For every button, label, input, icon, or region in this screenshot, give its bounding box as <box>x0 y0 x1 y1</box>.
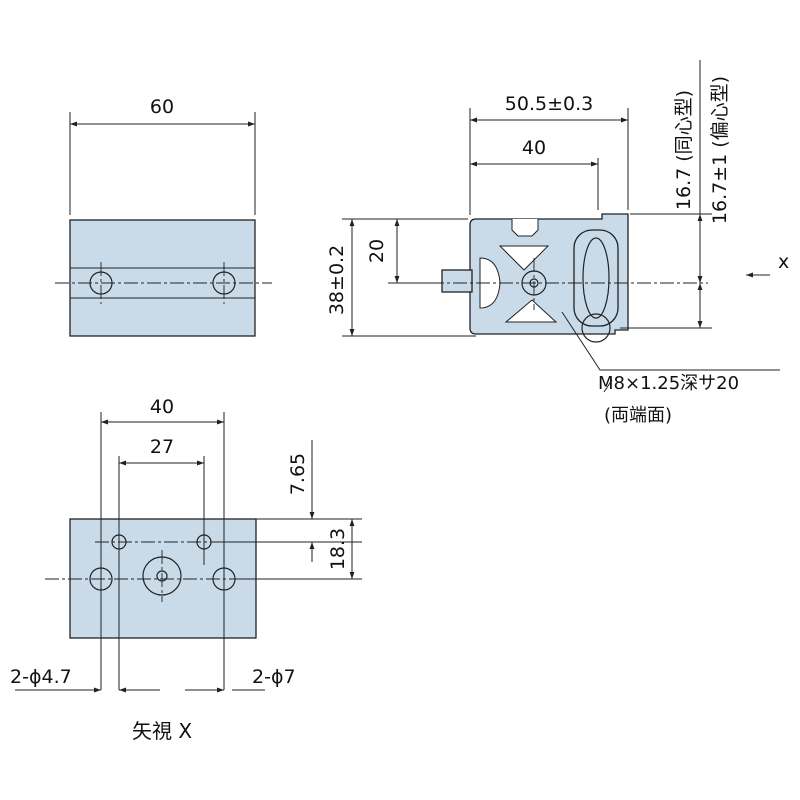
bottom-view: 40 27 7.65 18.3 2-ϕ4.7 2-ϕ7 矢視 X <box>10 396 362 743</box>
top-extension-lines <box>69 112 256 215</box>
small-hole-label: 2-ϕ4.7 <box>10 666 72 688</box>
bottom-outer-pitch-label: 40 <box>150 396 174 418</box>
top-view-body <box>69 219 256 337</box>
thread-leader-tick <box>603 379 613 393</box>
thread-leader-line <box>561 311 780 371</box>
bottom-small-vertical-label: 7.65 <box>287 453 309 495</box>
thread-note-label: (両端面) <box>604 405 672 426</box>
view-x-arrow-label: x <box>778 251 789 273</box>
large-hole-label: 2-ϕ7 <box>252 666 296 688</box>
side-pocket-bottom <box>504 299 558 323</box>
top-hole-centerlines <box>100 262 225 304</box>
side-roller-hub <box>581 313 611 343</box>
view-x-title: 矢視 X <box>132 719 192 743</box>
side-overall-length-label: 50.5±0.3 <box>505 93 593 115</box>
top-view: 60 <box>55 96 272 337</box>
side-right-extension-lines <box>620 213 712 329</box>
side-view: 50.5±0.3 40 38±0.2 20 16.7 (同心型) 16.7±1 … <box>326 60 789 426</box>
bottom-inner-pitch-label: 27 <box>150 436 174 458</box>
side-half-height-label: 20 <box>366 239 388 263</box>
bottom-horizontal-centerlines <box>45 541 272 580</box>
side-stud <box>441 269 473 293</box>
side-top-extension-lines <box>469 108 629 215</box>
top-width-label: 60 <box>150 96 174 118</box>
bottom-vertical-extension-lines <box>100 412 225 690</box>
thread-spec-label: M8×1.25深サ20 <box>598 373 739 394</box>
side-height-label: 38±0.2 <box>326 245 348 315</box>
side-pocket-top <box>498 245 550 271</box>
side-roller-groove <box>582 237 610 319</box>
side-inner-length-label: 40 <box>522 137 546 159</box>
bottom-vertical-pitch-label: 18.3 <box>327 528 349 570</box>
side-roller <box>573 229 619 327</box>
side-offset-concentric-label: 16.7 (同心型) <box>673 90 695 210</box>
side-top-slot <box>511 219 539 237</box>
bottom-view-body <box>69 518 257 639</box>
bottom-horizontal-extension-lines <box>214 518 362 580</box>
side-offset-eccentric-label: 16.7±1 (偏心型) <box>709 76 731 224</box>
